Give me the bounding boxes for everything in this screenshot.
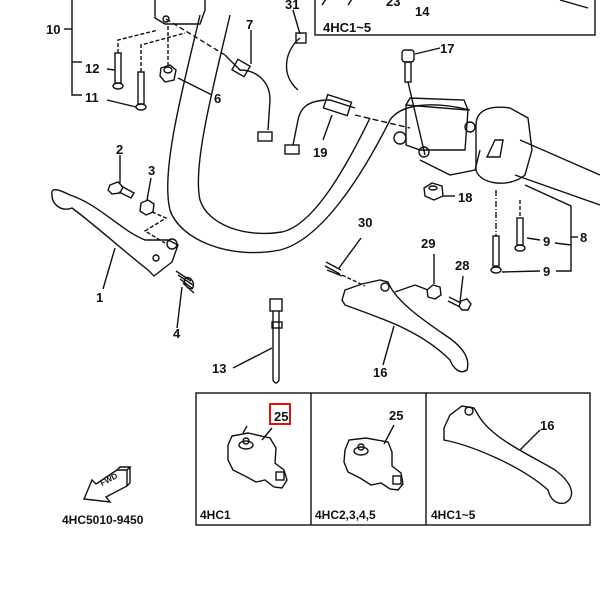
bracket-8 (524, 184, 578, 272)
bolt-9a (514, 200, 541, 252)
highlight-box[interactable] (269, 403, 291, 425)
cable-clamp-31 (285, 9, 307, 91)
master-cylinder-25-4hc1 (227, 425, 288, 489)
master-cylinder (393, 97, 481, 176)
callout-13: 13 (212, 361, 227, 376)
callout-2: 2 (116, 142, 124, 157)
handlebar (167, 14, 600, 254)
top-inset-tick (347, 0, 353, 6)
bolt-12 (112, 29, 159, 90)
spring-30 (324, 237, 366, 287)
callout-17: 17 (440, 41, 455, 56)
bracket-10 (64, 0, 82, 96)
nut-6 (159, 26, 213, 96)
callout-4: 4 (173, 326, 181, 341)
inset1-model-label: 4HC1 (200, 508, 231, 522)
diagram-code: 4HC5010-9450 (62, 513, 144, 527)
top-inset-line (559, 0, 589, 9)
cable-tie-13 (232, 298, 283, 384)
callout-30: 30 (358, 215, 373, 230)
inset3-model-label: 4HC1~5 (431, 508, 476, 522)
inset2-part-label: 25 (389, 408, 404, 423)
callout-29: 29 (421, 236, 436, 251)
callout-3: 3 (148, 163, 156, 178)
callout-14: 14 (415, 4, 430, 19)
brake-switch-19 (284, 93, 411, 155)
spring-4 (175, 270, 195, 329)
screw-28 (447, 275, 472, 311)
screw-2 (107, 155, 135, 199)
brake-lever-16-inset (443, 405, 573, 505)
inset-panels (195, 392, 591, 526)
callout-31: 31 (285, 0, 300, 12)
callout-19: 19 (313, 145, 328, 160)
bolt-17 (401, 47, 441, 156)
inset1-part-label[interactable]: 25 (274, 409, 289, 424)
callout-11: 11 (85, 90, 99, 105)
callout-9b: 9 (543, 264, 551, 279)
top-inset-model-label: 4HC1~5 (323, 20, 372, 35)
callout-9a: 9 (543, 234, 551, 249)
callout-12: 12 (85, 61, 100, 76)
callout-18: 18 (458, 190, 473, 205)
brake-switch-7 (224, 30, 273, 142)
callout-16: 16 (373, 365, 388, 380)
callout-8: 8 (580, 230, 588, 245)
inset2-model-label: 4HC2,3,4,5 (315, 508, 376, 522)
switch-housing-left (154, 0, 226, 56)
callout-7: 7 (246, 17, 254, 32)
top-inset-box (314, 0, 596, 36)
callout-6: 6 (214, 91, 222, 106)
master-cylinder-25-4hc2-5 (343, 424, 404, 491)
callout-28: 28 (455, 258, 470, 273)
callout-1: 1 (96, 290, 104, 305)
callout-23: 23 (386, 0, 401, 9)
bolt-9b (490, 190, 541, 274)
nut-29 (426, 254, 442, 300)
fwd-arrow-icon (82, 466, 132, 503)
inset3-part-label: 16 (540, 418, 555, 433)
nut-3 (139, 177, 168, 244)
callout-10: 10 (46, 22, 61, 37)
top-inset-tick (321, 0, 327, 6)
switch-housing-right (475, 106, 533, 184)
clutch-lever-1 (51, 189, 179, 290)
nut-18 (423, 182, 455, 201)
brake-lever-16 (341, 279, 469, 373)
